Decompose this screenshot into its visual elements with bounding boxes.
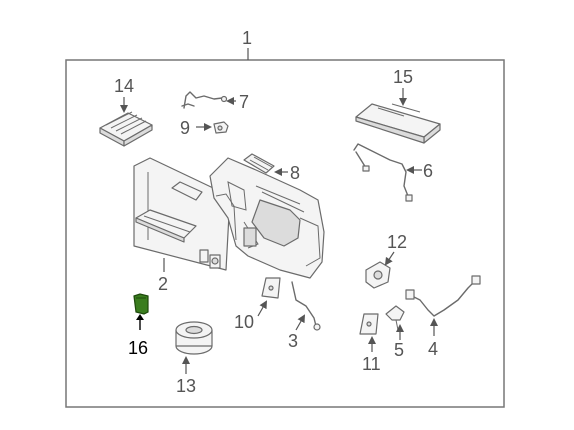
part-10-bracket[interactable] — [261, 277, 281, 299]
part-6-harness[interactable] — [353, 143, 413, 202]
callout-5[interactable]: 5 — [394, 340, 404, 360]
leader-3 — [295, 314, 305, 331]
part-16-resistor-highlighted[interactable] — [133, 293, 149, 315]
callout-2[interactable]: 2 — [158, 274, 168, 294]
callout-1[interactable]: 1 — [242, 28, 252, 48]
part-11-bracket[interactable] — [359, 313, 379, 335]
part-2-case-panel[interactable] — [133, 157, 231, 271]
callout-10[interactable]: 10 — [234, 312, 254, 332]
part-12-actuator[interactable] — [365, 261, 391, 289]
part-7-sensor[interactable] — [181, 91, 228, 109]
callout-13[interactable]: 13 — [176, 376, 196, 396]
callout-14[interactable]: 14 — [114, 76, 134, 96]
callout-8[interactable]: 8 — [290, 163, 300, 183]
part-3-hose[interactable] — [291, 281, 321, 331]
callout-15[interactable]: 15 — [393, 67, 413, 87]
callout-7[interactable]: 7 — [239, 92, 249, 112]
part-4-harness[interactable] — [405, 275, 481, 317]
callout-4[interactable]: 4 — [428, 339, 438, 359]
part-15-duct[interactable] — [355, 103, 441, 144]
callout-12[interactable]: 12 — [387, 232, 407, 252]
callout-11[interactable]: 11 — [362, 354, 381, 374]
hvac-case-main-unit[interactable] — [209, 157, 325, 279]
part-13-blower-motor[interactable] — [175, 321, 213, 355]
callout-6[interactable]: 6 — [423, 161, 433, 181]
part-8-vent[interactable] — [243, 153, 275, 174]
leader-10 — [257, 300, 267, 317]
part-9-sensor[interactable] — [213, 121, 229, 134]
callout-3[interactable]: 3 — [288, 331, 298, 351]
callout-9[interactable]: 9 — [180, 118, 190, 138]
leader-16-arrowhead — [136, 314, 144, 320]
leader-12 — [384, 251, 395, 266]
part-14-filter[interactable] — [99, 111, 153, 147]
callout-16[interactable]: 16 — [128, 338, 148, 358]
